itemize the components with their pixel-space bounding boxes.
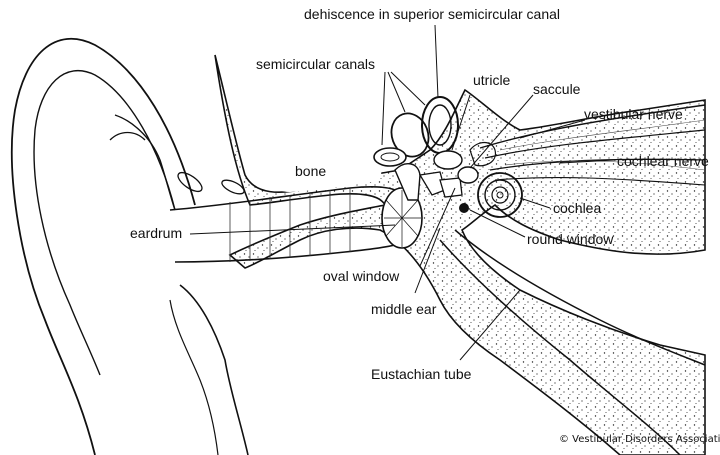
leader-vestibular <box>519 119 586 139</box>
label-cochlear-nerve: cochlear nerve <box>617 153 709 169</box>
ossicle-malleus <box>394 163 421 201</box>
lateral-canal <box>373 147 407 167</box>
label-eardrum: eardrum <box>130 225 183 241</box>
utricle-shape <box>433 150 463 170</box>
eustachian-tube-bottom <box>439 239 681 455</box>
leader-cochlea <box>519 197 551 209</box>
leader-middle-ear <box>414 227 441 294</box>
label-cochlea: cochlea <box>553 200 602 216</box>
superior-canal-inner <box>428 104 452 146</box>
label-dehiscence: dehiscence in superior semicircular cana… <box>304 6 561 22</box>
bone-clear-area <box>262 140 382 192</box>
vestibular-nerve-bundle <box>479 104 706 149</box>
ear-lobe <box>179 284 249 455</box>
leader-oval-window <box>419 187 456 267</box>
leader-utricle <box>451 94 471 151</box>
label-semicircular-canals: semicircular canals <box>256 56 376 72</box>
label-saccule: saccule <box>533 81 581 97</box>
vestibular-ganglion <box>469 141 497 167</box>
eardrum-rays <box>384 190 421 247</box>
cochlea-spiral <box>477 172 523 218</box>
leader-eustachian <box>459 289 521 361</box>
saccule-shape <box>457 166 479 184</box>
outer-ear-inner-fold <box>33 69 176 376</box>
cochlear-nerve-bundle-2 <box>494 176 706 186</box>
ear-canal-bottom <box>174 244 396 263</box>
lateral-canal-inner <box>380 152 400 162</box>
leader-lines <box>189 24 616 361</box>
label-vestibular-nerve: vestibular nerve <box>584 106 683 122</box>
leader-semicircular-b <box>387 71 406 113</box>
round-window-dot <box>459 203 469 213</box>
vestibular-nerve-bundle-2 <box>484 129 706 159</box>
copyright-notice: © Vestibular Disorders Association <box>559 434 720 445</box>
antihelix <box>114 114 176 211</box>
ossicle-stapes <box>439 177 463 198</box>
leader-semicircular-a <box>381 71 386 146</box>
label-eustachian-tube: Eustachian tube <box>371 366 472 382</box>
ear-lobe-inner <box>169 299 219 455</box>
ear-fold-left <box>177 171 203 193</box>
label-round-window: round window <box>527 231 614 247</box>
leader-cochlear <box>559 159 616 164</box>
leader-round-window <box>469 209 526 238</box>
leader-saccule <box>469 94 534 169</box>
posterior-canal <box>390 112 430 158</box>
leader-semicircular-c <box>390 71 426 106</box>
outer-ear-outline <box>10 38 196 455</box>
leader-dehiscence <box>434 24 439 99</box>
concha-ridge <box>109 131 146 141</box>
ear-fold-right <box>221 179 245 195</box>
eustachian-tube-top <box>454 229 706 366</box>
ear-canal-top <box>169 185 396 211</box>
label-oval-window: oval window <box>323 268 400 284</box>
cochlear-nerve-bundle <box>489 158 706 171</box>
label-bone: bone <box>295 163 327 179</box>
leader-eardrum <box>189 224 396 235</box>
label-middle-ear: middle ear <box>371 301 437 317</box>
label-utricle: utricle <box>473 72 511 88</box>
